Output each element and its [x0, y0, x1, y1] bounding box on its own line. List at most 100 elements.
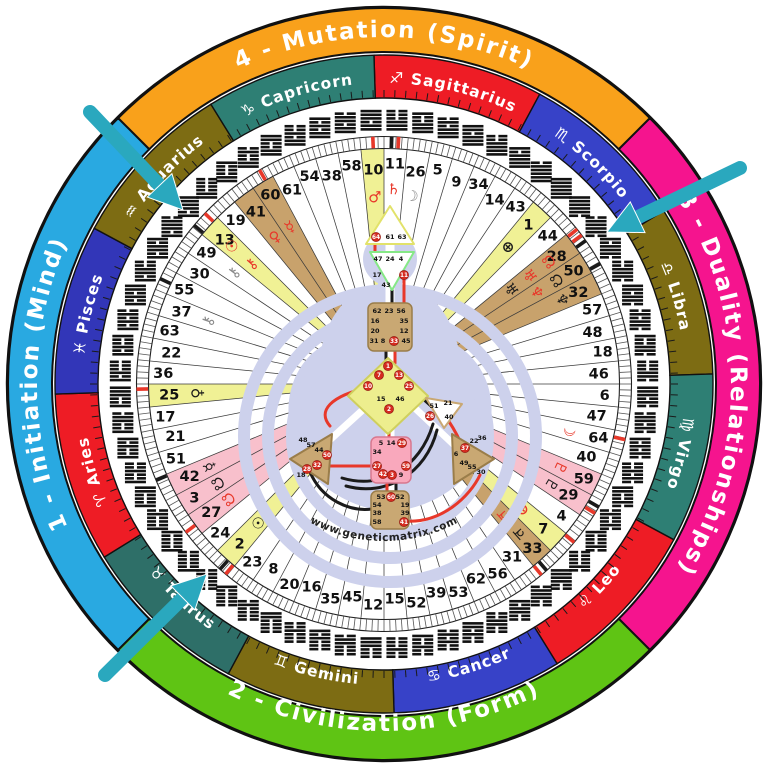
hexagram-48-icon [629, 309, 651, 331]
center-gate-number-31: 31 [369, 337, 379, 345]
zodiac-tick [586, 586, 593, 593]
planet-glyph-26-icon: ☽ [404, 186, 420, 206]
activated-gate-37 [460, 443, 470, 453]
zodiac-tick [404, 90, 407, 98]
zodiac-tick [650, 276, 658, 280]
hexagram-31-icon [530, 585, 552, 607]
degree-tick [418, 617, 421, 629]
center-gate-number-21: 21 [443, 399, 453, 407]
planet-position-marker [218, 559, 229, 571]
gate-boundary-line [234, 202, 348, 340]
degree-tick [317, 145, 322, 157]
degree-tick [618, 353, 630, 356]
degree-tick [213, 204, 222, 214]
degree-tick [142, 435, 154, 439]
degree-tick [209, 550, 218, 559]
degree-tick [597, 484, 608, 490]
degree-tick [251, 175, 259, 185]
degree-tick [528, 189, 537, 199]
degree-tick [514, 580, 522, 590]
degree-tick [196, 222, 206, 231]
zodiac-tick [637, 517, 645, 522]
center-gate-number-64: 64 [372, 235, 380, 241]
gate-sector-50 [432, 253, 592, 357]
center-gate-number-37: 37 [461, 446, 469, 452]
hexagram-14-icon [509, 147, 531, 168]
zodiac-tick [517, 123, 522, 131]
degree-tick [294, 604, 300, 615]
activated-gate-59 [401, 461, 411, 471]
degree-tick [562, 537, 572, 546]
degree-tick [609, 311, 621, 316]
degree-tick [222, 196, 231, 206]
degree-tick [429, 615, 433, 627]
degree-tick [616, 423, 628, 427]
degree-tick [554, 546, 564, 555]
zodiac-band-capricorn [209, 54, 376, 142]
degree-tick [569, 231, 579, 240]
hexagram-30-icon [147, 237, 169, 259]
zodiac-tick [404, 670, 407, 678]
zodiac-tick [97, 447, 105, 450]
degree-tick [619, 371, 631, 373]
degree-tick [566, 226, 576, 235]
degree-tick [145, 446, 157, 451]
tick-ring-outer-circle [135, 135, 633, 633]
zodiac-tick [447, 97, 450, 105]
gate-boundary-line [153, 337, 328, 374]
zodiac-tick [147, 554, 154, 559]
center-gate-number-49: 49 [459, 459, 469, 467]
degree-tick [189, 528, 199, 537]
zodiac-tick [160, 570, 167, 577]
degree-tick [267, 591, 274, 603]
planet-position-marker [155, 474, 168, 482]
zodiac-tick [339, 93, 342, 101]
activated-gate-32 [312, 460, 322, 470]
hexagram-63-icon [117, 309, 139, 331]
degree-tick [160, 484, 171, 490]
gate-number-7: 7 [538, 521, 548, 537]
gate-number-60: 60 [260, 187, 280, 203]
activated-gate-11 [399, 270, 409, 280]
center-gate-number-18: 18 [296, 471, 306, 479]
gate-sector-32 [435, 273, 602, 362]
degree-tick [289, 155, 295, 167]
hexagram-12-icon [360, 637, 382, 659]
gate-number-39: 39 [426, 586, 446, 602]
gate-number-42: 42 [180, 469, 200, 485]
gate-number-46: 46 [589, 366, 609, 382]
zodiac-tick [667, 339, 675, 342]
center-gate-number-11: 11 [400, 273, 408, 279]
zodiac-tick [498, 114, 503, 122]
hexagram-18-icon [634, 334, 656, 356]
degree-tick [573, 524, 583, 532]
zodiac-tick [114, 498, 122, 503]
activated-gate-41 [399, 517, 409, 527]
zodiac-tick [102, 296, 110, 300]
degree-tick [440, 612, 445, 624]
wedge-outer-circle [147, 147, 621, 621]
degree-tick [151, 300, 162, 305]
degree-tick [558, 542, 568, 551]
center-gate-number-4: 4 [399, 255, 404, 263]
degree-tick [494, 591, 501, 603]
center-gate-number-32: 32 [313, 463, 321, 469]
center-gate-number-60: 60 [387, 495, 395, 501]
degree-tick [412, 618, 415, 630]
zodiac-tick [106, 286, 114, 290]
zodiac-tick [646, 265, 654, 270]
degree-tick [614, 329, 626, 333]
gate-number-8: 8 [268, 561, 278, 577]
gate-number-30: 30 [189, 266, 209, 282]
degree-tick [300, 606, 305, 617]
hexagram-7-icon [569, 550, 591, 572]
hexagram-53-icon [462, 622, 484, 643]
zodiac-tick [227, 626, 232, 634]
zodiac-tick [129, 527, 136, 532]
center-gate-number-3: 3 [390, 473, 394, 479]
zodiac-tick [93, 426, 101, 429]
zodiac-tick [661, 307, 669, 311]
degree-tick [562, 222, 572, 231]
center-root [370, 490, 410, 530]
